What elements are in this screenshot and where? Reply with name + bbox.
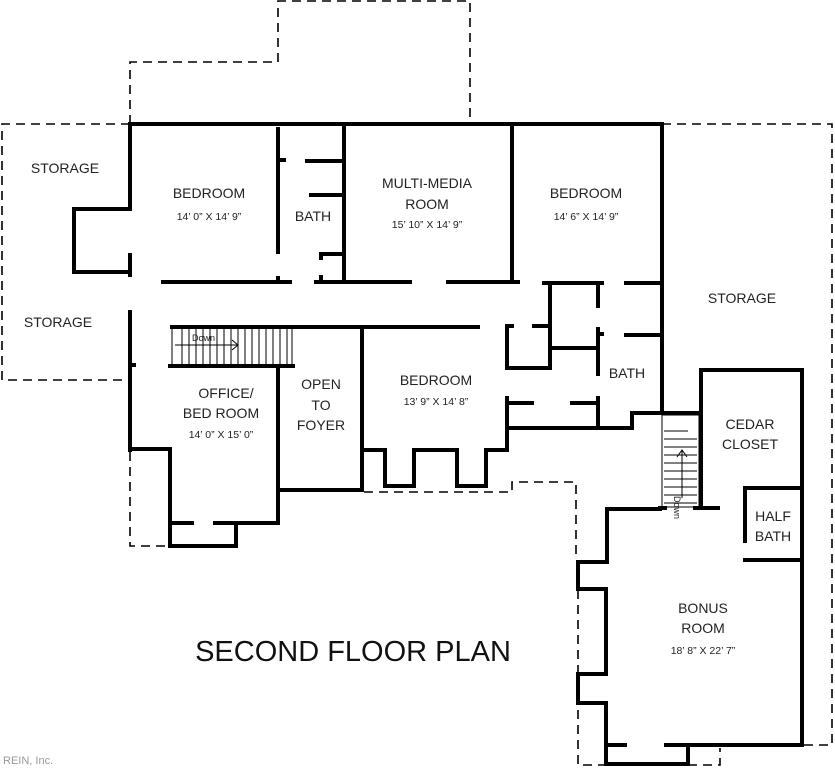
bonus-room-label-2: ROOM bbox=[681, 620, 725, 636]
open-to-foyer-label-1: OPEN bbox=[301, 376, 341, 392]
bath-2-label: BATH bbox=[609, 365, 645, 381]
walls bbox=[72, 122, 804, 766]
bedroom-3-label: BEDROOM bbox=[400, 372, 472, 388]
stair-label: Down bbox=[192, 333, 215, 343]
storage-left-label: STORAGE bbox=[24, 314, 92, 330]
cedar-closet-label-1: CEDAR bbox=[725, 416, 774, 432]
plan-title: SECOND FLOOR PLAN bbox=[195, 636, 511, 668]
stair-down-1: Down bbox=[171, 327, 293, 366]
stair-down-2: Down bbox=[661, 414, 700, 519]
bonus-room-label-1: BONUS bbox=[678, 600, 728, 616]
storage-top-left-label: STORAGE bbox=[31, 160, 99, 176]
bedroom-3-dims: 13’ 9” X 14’ 8” bbox=[404, 396, 469, 408]
multimedia-label-2: ROOM bbox=[405, 196, 449, 212]
half-bath-label-1: HALF bbox=[755, 508, 791, 524]
bedroom-1-dims: 14’ 0” X 14’ 9” bbox=[177, 211, 242, 223]
bedroom-1-label: BEDROOM bbox=[173, 185, 245, 201]
office-label-2: BED ROOM bbox=[183, 405, 259, 421]
bedroom-2-dims: 14’ 6” X 14’ 9” bbox=[554, 211, 619, 223]
stair-treads-1 bbox=[181, 328, 288, 365]
open-to-foyer-label-2: TO bbox=[311, 397, 330, 413]
multimedia-label-1: MULTI-MEDIA bbox=[382, 175, 473, 191]
office-dims: 14’ 0” X 15’ 0” bbox=[189, 429, 254, 441]
cedar-closet-label-2: CLOSET bbox=[722, 436, 778, 452]
room-labels: STORAGE STORAGE STORAGE BEDROOM 14’ 0” X… bbox=[24, 160, 791, 657]
half-bath-label-2: BATH bbox=[755, 528, 791, 544]
watermark: REIN, Inc. bbox=[3, 755, 53, 767]
bedroom-2-label: BEDROOM bbox=[550, 185, 622, 201]
bonus-room-dims: 18’ 8” X 22’ 7” bbox=[671, 645, 736, 657]
multimedia-dims: 15’ 10” X 14’ 9” bbox=[392, 219, 463, 231]
storage-right-label: STORAGE bbox=[708, 290, 776, 306]
open-to-foyer-label-3: FOYER bbox=[297, 417, 345, 433]
office-label-1: OFFICE/ bbox=[198, 385, 253, 401]
bath-1-label: BATH bbox=[295, 208, 331, 224]
stair-label: Down bbox=[672, 496, 682, 519]
